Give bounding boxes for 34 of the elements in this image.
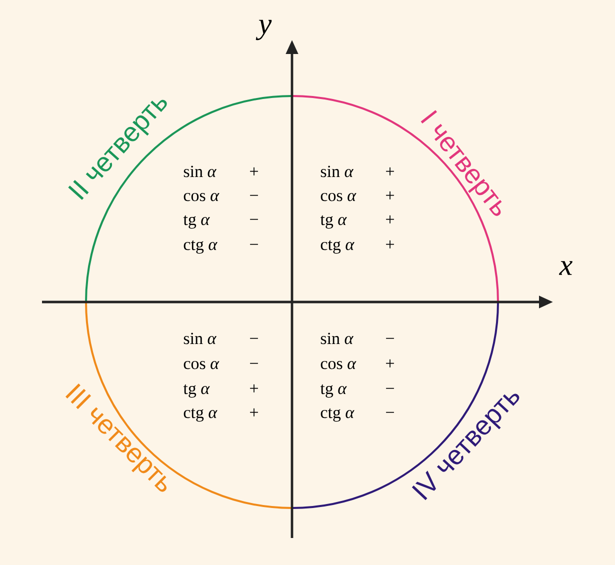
sign-label: − — [386, 412, 394, 413]
function-label: ctg α — [184, 408, 218, 422]
function-label: sin α — [320, 332, 354, 344]
sign-label: − — [386, 388, 394, 389]
function-label: cos α — [184, 360, 220, 370]
sign-label: + — [386, 240, 394, 248]
function-label: cos α — [320, 360, 356, 370]
function-label: cos α — [184, 192, 220, 202]
function-label: sin α — [184, 332, 216, 344]
sign-label: + — [250, 384, 258, 392]
sign-label: + — [386, 359, 394, 368]
function-label: ctg α — [184, 240, 218, 254]
sign-label: − — [386, 338, 394, 339]
sign-label: + — [386, 167, 394, 176]
sign-label: + — [386, 191, 394, 200]
function-label: cos α — [320, 192, 356, 202]
function-label: tg α — [320, 384, 347, 398]
sign-label: − — [250, 244, 258, 245]
sign-label: + — [250, 408, 258, 416]
function-label: tg α — [320, 215, 347, 229]
function-label: tg α — [183, 384, 210, 398]
function-label: sin α — [184, 166, 216, 178]
axis-label: x — [559, 261, 572, 275]
axis-label: y — [256, 20, 272, 40]
function-label: ctg α — [320, 408, 354, 422]
sign-label: − — [250, 218, 258, 220]
function-label: sin α — [320, 166, 354, 178]
sign-label: + — [250, 167, 258, 176]
function-label: ctg α — [320, 240, 354, 254]
sign-label: − — [250, 194, 258, 196]
sign-label: + — [386, 215, 394, 224]
sign-label: − — [250, 338, 258, 339]
function-label: tg α — [183, 215, 210, 229]
sign-label: − — [250, 362, 258, 364]
